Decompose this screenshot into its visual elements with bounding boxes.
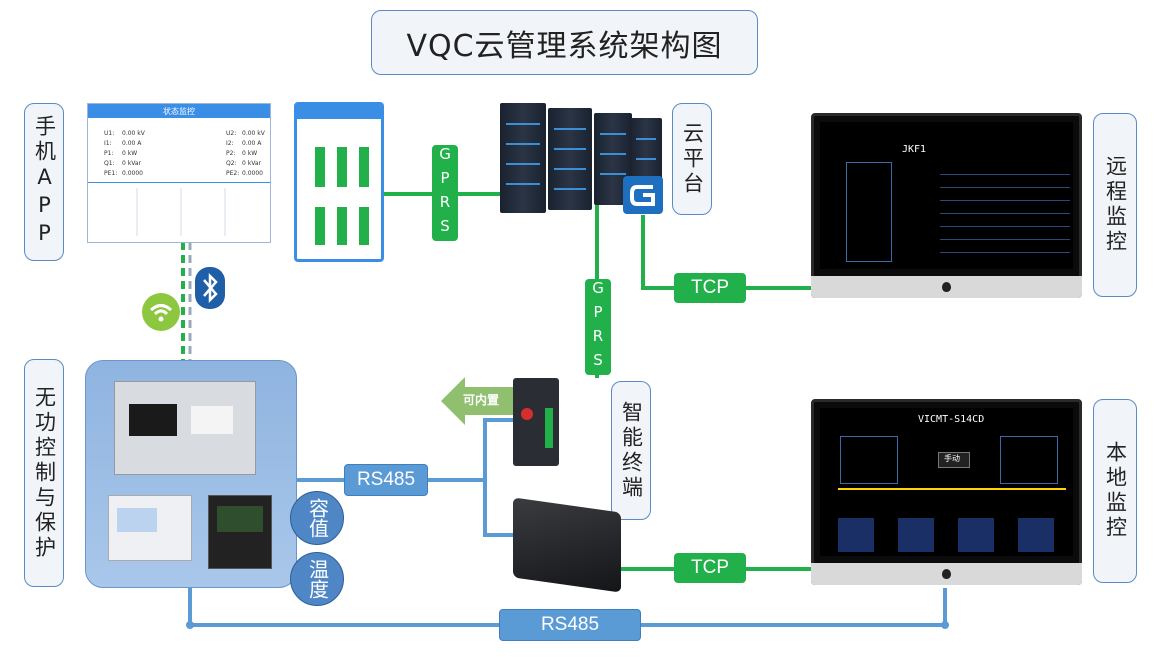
app-right-row-label: U2: xyxy=(226,130,237,137)
app-phone-screen xyxy=(294,102,384,262)
app-left-row-label: PE1: xyxy=(104,170,118,177)
app-left-row-value: 0.00 kV xyxy=(122,130,145,137)
app-left-row-value: 0.0000 xyxy=(122,170,143,177)
app-left-row-label: U1: xyxy=(104,130,115,137)
phone-app-label: 手机APP xyxy=(32,115,57,249)
remote-monitor-label-box: 远程监控 xyxy=(1093,113,1137,297)
phone-bar-5 xyxy=(337,207,347,245)
phone-app-label-box: 手机APP xyxy=(24,103,64,261)
local-right-table xyxy=(1000,436,1058,484)
app-left-row-label: P1: xyxy=(104,150,114,157)
builtin-label: 可内置 xyxy=(463,393,500,407)
app-divider xyxy=(88,182,270,183)
reactive-control-label: 无功控制与保护 xyxy=(32,385,57,561)
gprs-top-label: GPRS xyxy=(432,145,458,241)
phone-bar-1 xyxy=(315,147,325,187)
gprs-mid-label: GPRS xyxy=(585,279,611,375)
phone-bar-4 xyxy=(315,207,325,245)
cloud-platform-label-box: 云平台 xyxy=(672,103,712,215)
reactive-controller-panel xyxy=(85,360,297,588)
remote-monitor-label: 远程监控 xyxy=(1103,155,1128,255)
builtin-arrow: 可内置 xyxy=(441,377,515,425)
app-right-row-value: 0.00 A xyxy=(242,140,262,147)
capacitance-text: 容值 xyxy=(305,498,330,538)
smart-terminal-label-box: 智能终端 xyxy=(611,381,651,520)
local-mode-text: 手动 xyxy=(944,454,960,463)
local-monitor-label: 本地监控 xyxy=(1103,441,1128,541)
local-mode-button[interactable]: 手动 xyxy=(938,452,970,468)
local-monitor-title: VICMT-S14CD xyxy=(918,414,985,425)
temperature-text: 温度 xyxy=(305,559,330,599)
page-title: VQC云管理系统架构图 xyxy=(371,10,758,75)
app-right-row-label: I2: xyxy=(226,140,234,147)
app-right-row-value: 0 kW xyxy=(242,150,258,157)
tcp-top-label: TCP xyxy=(674,273,746,303)
tcp-bottom-label: TCP xyxy=(674,553,746,583)
server-rack-1 xyxy=(500,103,546,213)
controller-main-unit xyxy=(114,381,256,475)
apple-logo-icon xyxy=(942,282,951,292)
remote-monitor-chin xyxy=(811,276,1082,298)
server-rack-2 xyxy=(548,108,592,210)
app-left-row-label: I1: xyxy=(104,140,112,147)
app-left-row-value: 0 kVar xyxy=(122,160,141,167)
reactive-control-label-box: 无功控制与保护 xyxy=(24,359,64,587)
app-bottom-grid xyxy=(94,188,264,236)
local-monitor: VICMT-S14CD 手动 xyxy=(811,399,1082,585)
local-monitor-screen: VICMT-S14CD 手动 xyxy=(820,408,1073,556)
app-right-row-value: 0.0000 xyxy=(242,170,263,177)
temperature-badge: 温度 xyxy=(290,552,344,606)
remote-monitor: JKF1 xyxy=(811,113,1082,298)
app-status-header: 状态监控 xyxy=(88,104,270,118)
app-left-row-value: 0.00 A xyxy=(122,140,142,147)
remote-data-table xyxy=(846,162,892,262)
app-phone-header xyxy=(297,105,381,119)
rs485-bottom-label: RS485 xyxy=(499,609,641,641)
local-feeder-tables xyxy=(838,518,1068,552)
local-bus-line xyxy=(838,488,1066,490)
capacitance-badge: 容值 xyxy=(290,491,344,545)
app-right-row-value: 0 kVar xyxy=(242,160,261,167)
smart-terminal-label: 智能终端 xyxy=(619,400,644,501)
remote-monitor-title: JKF1 xyxy=(902,144,927,155)
app-right-row-value: 0.00 kV xyxy=(242,130,265,137)
app-left-row-label: Q1: xyxy=(104,160,115,167)
cloud-logo-icon xyxy=(623,176,663,214)
controller-meter-unit xyxy=(208,495,272,569)
rs485-mid-label: RS485 xyxy=(344,464,428,496)
phone-bar-6 xyxy=(359,207,369,245)
app-right-row-label: PE2: xyxy=(226,170,240,177)
bluetooth-icon xyxy=(195,267,225,309)
wifi-icon xyxy=(142,293,180,331)
app-left-row-value: 0 kW xyxy=(122,150,138,157)
remote-monitor-screen: JKF1 xyxy=(820,122,1073,269)
app-status-screen: 状态监控 U1: 0.00 kV I1: 0.00 A P1: 0 kW Q1: 0 kVar… xyxy=(87,103,271,243)
app-right-row-label: Q2: xyxy=(226,160,237,167)
remote-switch-grid xyxy=(940,162,1070,262)
apple-logo-icon xyxy=(942,569,951,579)
terminal-gateway-device xyxy=(513,497,621,593)
app-right-row-label: P2: xyxy=(226,150,236,157)
terminal-dtu-device xyxy=(513,378,559,466)
controller-display-unit xyxy=(108,495,192,561)
local-monitor-chin xyxy=(811,563,1082,585)
local-monitor-label-box: 本地监控 xyxy=(1093,399,1137,583)
phone-bar-3 xyxy=(359,147,369,187)
phone-bar-2 xyxy=(337,147,347,187)
cloud-platform-label: 云平台 xyxy=(680,121,705,197)
local-left-table xyxy=(840,436,898,484)
